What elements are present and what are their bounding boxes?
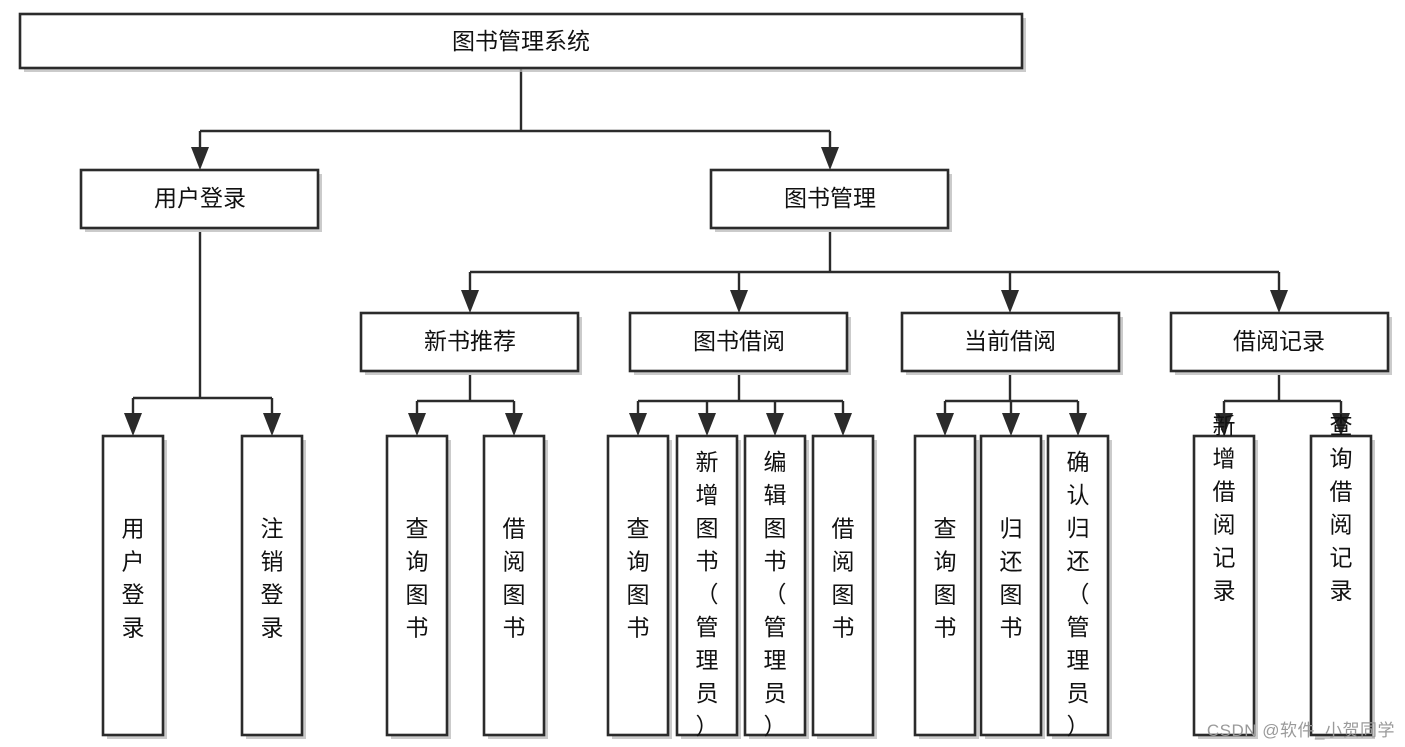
arrowhead-leaf-query-record xyxy=(1332,413,1350,436)
arrowhead-leaf-return-book xyxy=(1002,413,1020,436)
arrowhead-leaf-user-login xyxy=(124,413,142,436)
arrowhead-leaf-query-book-2 xyxy=(629,413,647,436)
leaf-query-book-borrow-label: 查询图书 xyxy=(627,516,650,641)
leaf-query-book-borrow-box[interactable] xyxy=(606,434,670,737)
arrowhead-to-borrow-record xyxy=(1270,290,1288,313)
leaf-add-borrow-record[interactable]: 新增借阅记录 xyxy=(1192,413,1258,740)
leaf-add-book-box[interactable] xyxy=(675,434,739,737)
arrowhead-leaf-logout xyxy=(263,413,281,436)
connector-root-to-level2 xyxy=(198,68,832,158)
leaf-borrow-book-borrow[interactable]: 借阅图书 xyxy=(811,434,877,739)
arrowhead-leaf-add-record xyxy=(1215,413,1233,436)
leaf-borrow-book-recommend-box[interactable] xyxy=(482,434,546,737)
connector-current-borrow-to-leaves xyxy=(943,375,1080,424)
leaf-query-book-borrow[interactable]: 查询图书 xyxy=(606,434,672,739)
leaf-add-borrow-record-label: 新增借阅记录 xyxy=(1213,413,1236,604)
node-book-borrow[interactable]: 图书借阅 xyxy=(628,311,851,375)
leaf-query-book-recommend-label: 查询图书 xyxy=(406,516,429,641)
leaf-borrow-book-recommend-label: 借阅图书 xyxy=(503,516,526,641)
connector-borrow-record-to-leaves xyxy=(1222,375,1343,424)
leaf-borrow-book-borrow-label: 借阅图书 xyxy=(832,516,855,641)
leaf-add-book[interactable]: 新增图书（管理员） xyxy=(675,434,741,739)
leaf-confirm-return-box[interactable] xyxy=(1046,434,1110,737)
arrowhead-leaf-query-book-3 xyxy=(936,413,954,436)
book-borrow-label: 图书借阅 xyxy=(693,328,785,354)
new-book-recommend-box[interactable] xyxy=(359,311,580,373)
current-borrow-box[interactable] xyxy=(900,311,1121,373)
leaf-return-book-label: 归还图书 xyxy=(1000,516,1023,641)
leaf-edit-book[interactable]: 编辑图书（管理员） xyxy=(743,434,809,739)
root-label: 图书管理系统 xyxy=(452,28,590,54)
node-borrow-record[interactable]: 借阅记录 xyxy=(1169,311,1392,375)
user-login-box[interactable] xyxy=(79,168,320,230)
leaf-confirm-return-label: 确认归还（管理员） xyxy=(1067,449,1090,739)
borrow-record-label: 借阅记录 xyxy=(1233,328,1325,354)
arrowhead-leaf-add-book xyxy=(698,413,716,436)
root-box[interactable] xyxy=(18,12,1024,70)
arrowhead-leaf-edit-book xyxy=(766,413,784,436)
arrowhead-leaf-borrow-book-2 xyxy=(834,413,852,436)
node-user-login[interactable]: 用户登录 xyxy=(79,168,322,232)
book-borrow-box[interactable] xyxy=(628,311,849,373)
arrowhead-to-user-login xyxy=(191,147,209,170)
node-new-book-recommend[interactable]: 新书推荐 xyxy=(359,311,582,375)
leaf-query-book-recommend[interactable]: 查询图书 xyxy=(385,434,451,739)
connector-book-manage-to-level3 xyxy=(468,232,1281,301)
leaf-query-book-current[interactable]: 查询图书 xyxy=(913,434,979,739)
arrowhead-leaf-borrow-book-1 xyxy=(505,413,523,436)
leaf-confirm-return[interactable]: 确认归还（管理员） xyxy=(1046,434,1112,739)
node-root[interactable]: 图书管理系统 xyxy=(18,12,1026,72)
leaf-query-borrow-record-label: 查询借阅记录 xyxy=(1330,413,1353,604)
leaf-return-book[interactable]: 归还图书 xyxy=(979,434,1045,739)
leaf-borrow-book-borrow-box[interactable] xyxy=(811,434,875,737)
connector-book-borrow-to-leaves xyxy=(636,375,845,424)
leaf-user-login-box[interactable] xyxy=(101,434,165,737)
arrowhead-to-book-manage xyxy=(821,147,839,170)
new-book-recommend-label: 新书推荐 xyxy=(424,328,516,354)
arrowhead-to-new-book-recommend xyxy=(461,290,479,313)
leaf-query-borrow-record[interactable]: 查询借阅记录 xyxy=(1309,413,1375,740)
current-borrow-label: 当前借阅 xyxy=(964,328,1056,354)
connector-user-login-to-leaves xyxy=(131,232,274,424)
leaf-return-book-box[interactable] xyxy=(979,434,1043,737)
leaf-query-book-recommend-box[interactable] xyxy=(385,434,449,737)
borrow-record-box[interactable] xyxy=(1169,311,1390,373)
leaf-logout[interactable]: 注销登录 xyxy=(240,434,306,739)
leaf-edit-book-box[interactable] xyxy=(743,434,807,737)
leaf-edit-book-label: 编辑图书（管理员） xyxy=(764,449,787,739)
leaf-logout-label: 注销登录 xyxy=(261,516,284,641)
leaf-logout-box[interactable] xyxy=(240,434,304,737)
book-manage-box[interactable] xyxy=(709,168,950,230)
leaf-borrow-book-recommend[interactable]: 借阅图书 xyxy=(482,434,548,739)
connector-new-book-to-leaves xyxy=(415,375,516,424)
arrowhead-to-current-borrow xyxy=(1001,290,1019,313)
leaf-add-book-label: 新增图书（管理员） xyxy=(696,449,719,739)
node-book-manage[interactable]: 图书管理 xyxy=(709,168,952,232)
book-manage-label: 图书管理 xyxy=(784,185,876,211)
node-current-borrow[interactable]: 当前借阅 xyxy=(900,311,1123,375)
user-login-label: 用户登录 xyxy=(154,185,246,211)
leaf-user-login[interactable]: 用户登录 xyxy=(101,434,167,739)
leaf-user-login-label: 用户登录 xyxy=(122,516,145,641)
arrowhead-leaf-query-book-1 xyxy=(408,413,426,436)
leaf-query-book-current-label: 查询图书 xyxy=(934,516,957,641)
arrowhead-to-book-borrow xyxy=(730,290,748,313)
leaf-query-book-current-box[interactable] xyxy=(913,434,977,737)
leaf-query-borrow-record-box[interactable] xyxy=(1309,434,1373,737)
arrowhead-leaf-confirm-return xyxy=(1069,413,1087,436)
connector-layer xyxy=(124,68,1350,436)
leaf-add-borrow-record-box[interactable] xyxy=(1192,434,1256,737)
